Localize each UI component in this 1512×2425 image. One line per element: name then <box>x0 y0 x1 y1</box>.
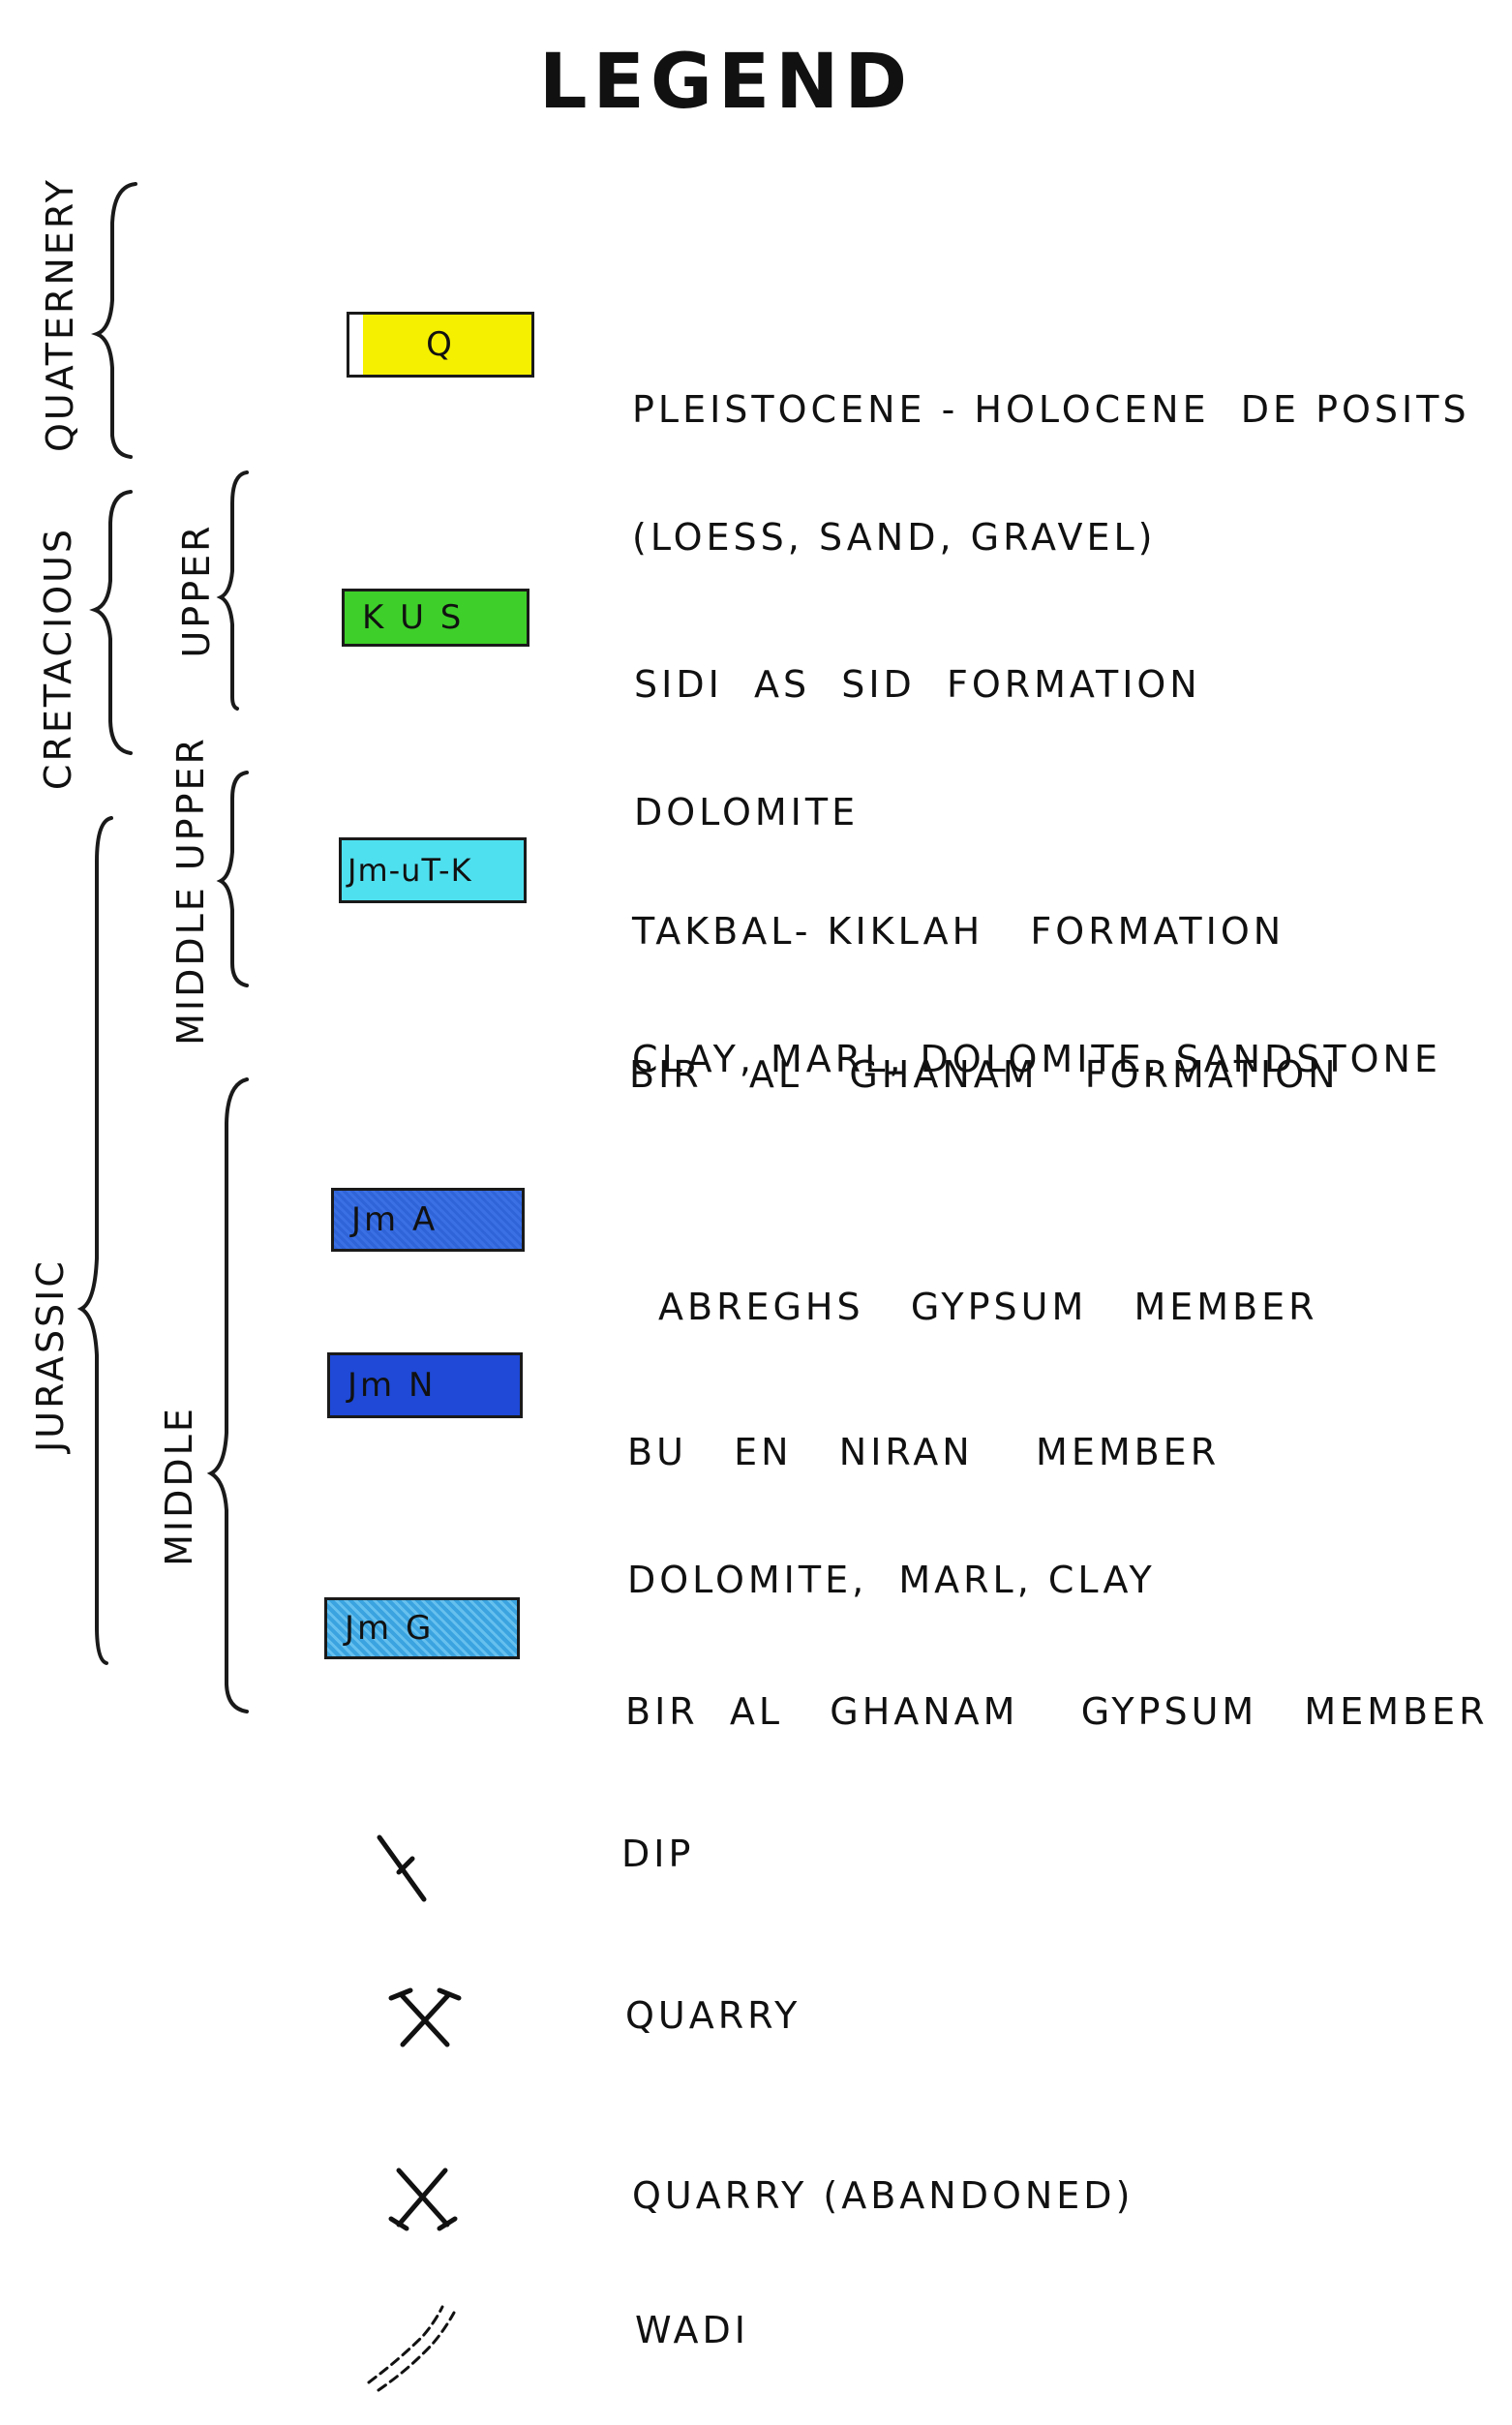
subperiod-label-middle-upper: MIDDLE UPPER <box>169 736 212 1046</box>
period-label-cretacious: CRETACIOUS <box>37 526 79 791</box>
unit-description-line: ABREGHS GYPSUM MEMBER <box>658 1286 1318 1328</box>
quarry-icon <box>388 1987 462 2047</box>
unit-description-line: CLAY, MARL, DOLOMITE, SANDSTONE <box>632 1038 1441 1080</box>
unit-description-line: DOLOMITE <box>634 791 860 834</box>
dip-icon <box>377 1834 427 1902</box>
unit-swatch-kus: K U S <box>342 589 529 647</box>
subperiod-label-upper: UPPER <box>175 523 218 658</box>
middle-brace <box>206 1077 249 1713</box>
quaternery-brace <box>91 182 137 459</box>
unit-description-jm-a: ABREGHS GYPSUM MEMBER <box>658 1200 1318 1371</box>
unit-code: Jm G <box>345 1609 435 1648</box>
unit-description-line: BU EN NIRAN MEMBER <box>627 1431 1221 1473</box>
unit-swatch-jm-a: Jm A <box>331 1188 525 1252</box>
middle-upper-brace <box>216 771 249 987</box>
unit-code: Jm-uT-K <box>348 852 472 889</box>
abandoned-quarry-icon <box>388 2167 458 2231</box>
unit-description-line: TAKBAL- KIKLAH FORMATION <box>632 910 1285 953</box>
unit-description-line: BIR AL GHANAM GYPSUM MEMBER <box>625 1690 1489 1733</box>
symbol-label-dip: DIP <box>621 1833 695 1875</box>
unit-description-line: SIDI AS SID FORMATION <box>634 663 1201 706</box>
upper-brace <box>216 470 249 711</box>
formation-heading-bir-al-ghanam: BIR AL GHANAM FORMATION <box>629 1053 1340 1096</box>
unit-description-jm-n: BU EN NIRAN MEMBER DOLOMITE, MARL, CLAY <box>627 1346 1220 1644</box>
unit-swatch-q: Q <box>347 312 534 378</box>
cretacious-brace <box>89 490 133 755</box>
unit-description-kus: SIDI AS SID FORMATION DOLOMITE <box>634 578 1201 876</box>
jurassic-brace <box>76 816 113 1665</box>
unit-description-jm-ut-k: TAKBAL- KIKLAH FORMATION CLAY, MARL, DOL… <box>632 825 1441 1123</box>
unit-code: Jm N <box>348 1366 437 1405</box>
unit-swatch-jm-g: Jm G <box>324 1597 520 1659</box>
symbol-label-wadi: WADI <box>635 2309 749 2351</box>
unit-description-line: PLEISTOCENE - HOLOCENE DE POSITS <box>632 388 1470 431</box>
unit-swatch-jm-ut-k: Jm-uT-K <box>339 837 527 903</box>
wadi-icon <box>367 2305 456 2392</box>
symbol-label-abandoned-quarry: QUARRY (ABANDONED) <box>632 2174 1134 2217</box>
legend-title: LEGEND <box>538 39 914 126</box>
unit-description-line: DOLOMITE, MARL, CLAY <box>627 1559 1156 1601</box>
unit-description-q: PLEISTOCENE - HOLOCENE DE POSITS (LOESS,… <box>632 303 1470 601</box>
subperiod-label-middle: MIDDLE <box>158 1406 200 1566</box>
symbol-label-quarry: QUARRY <box>625 1994 801 2037</box>
unit-description-line: (LOESS, SAND, GRAVEL) <box>632 516 1157 559</box>
unit-description-jm-g: BIR AL GHANAM GYPSUM MEMBER <box>625 1605 1488 1775</box>
unit-code: Q <box>426 325 455 364</box>
period-label-jurassic: JURASSIC <box>29 1258 72 1452</box>
unit-code: K U S <box>362 598 465 637</box>
unit-swatch-jm-n: Jm N <box>327 1352 523 1418</box>
unit-code: Jm A <box>351 1200 438 1239</box>
period-label-quaternery: QUATERNERY <box>39 176 81 453</box>
